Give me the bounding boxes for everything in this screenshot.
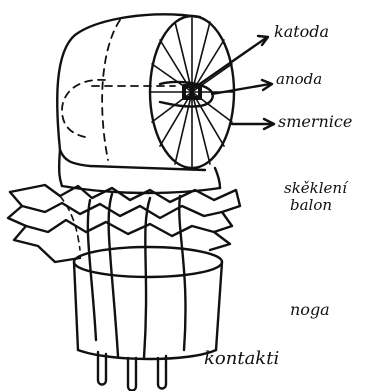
label-glass-balloon-line1: skěklení — [284, 180, 347, 197]
cylinder-hidden-edge — [102, 20, 120, 160]
label-noga: noga — [290, 302, 330, 318]
cylinder-hidden-inner — [62, 80, 105, 138]
label-smernice: smernice — [278, 114, 352, 130]
glass-zigzag-1 — [22, 203, 222, 218]
label-kontakti: kontakti — [204, 350, 279, 368]
base-left-side — [74, 262, 78, 350]
base-top-rim — [74, 247, 222, 277]
anoda-pointer — [212, 84, 270, 94]
base-right-side — [216, 262, 222, 350]
label-anoda: anoda — [276, 72, 322, 87]
glass-balloon-left — [8, 192, 80, 262]
glass-balloon-outer — [10, 185, 240, 250]
label-glass-balloon: skěklení balon — [284, 180, 347, 215]
glass-zigzag-2 — [26, 220, 214, 236]
pin-3 — [158, 356, 166, 389]
mid-band-right — [215, 168, 220, 188]
lead-4 — [179, 196, 185, 350]
pin-2 — [128, 358, 136, 391]
label-glass-balloon-line2: balon — [284, 197, 347, 214]
label-katoda: katoda — [274, 24, 329, 40]
katoda-pointer — [194, 38, 266, 88]
